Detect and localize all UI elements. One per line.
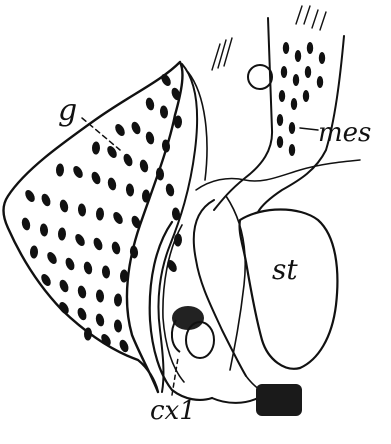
bristle-1 [212, 38, 232, 70]
gland-cell [71, 164, 84, 179]
sac-st-outline [240, 210, 338, 369]
gland-cell [76, 306, 88, 321]
mesothorax-cell [319, 52, 325, 64]
mesothorax-cell [291, 98, 297, 110]
gland-cell [99, 332, 112, 347]
mesothorax-cell [279, 90, 285, 102]
mesothorax-cell [305, 66, 311, 78]
spiracle [248, 65, 272, 89]
gland-cell [111, 241, 122, 256]
gland-cell [83, 261, 94, 276]
wavy-duct [196, 160, 360, 190]
gland-cell [165, 183, 176, 198]
gland-cell [77, 285, 88, 300]
gland-cell [107, 177, 118, 192]
mesothorax-cell [277, 136, 283, 148]
gland-cell [39, 223, 48, 237]
mesothorax-cell [303, 90, 309, 102]
gland-cell [95, 313, 106, 328]
gland-cell [96, 207, 104, 220]
mesothorax-cell [289, 122, 295, 134]
mesothorax-cell [283, 42, 289, 54]
gland-outline [4, 62, 183, 392]
gland-cell [58, 278, 70, 293]
gland-cell [92, 236, 104, 251]
mesothorax-cell [277, 114, 283, 126]
mesothorax-cell [295, 50, 301, 62]
gland-cell [23, 188, 36, 203]
gland-cell [145, 131, 156, 146]
gland-cell [139, 159, 150, 174]
gland-cell [101, 265, 110, 279]
mesothorax-cell [307, 42, 313, 54]
gland-cell [113, 122, 126, 137]
bristle-2 [296, 6, 326, 30]
label-cx1: cx1 [150, 398, 196, 424]
gland-cell [73, 232, 86, 247]
gland-cell [122, 152, 134, 167]
pointer-g [82, 118, 120, 150]
gland-cell [159, 105, 168, 119]
mesothorax-cell [293, 74, 299, 86]
mesothorax-cell [289, 144, 295, 156]
gland-cell [114, 293, 122, 306]
mesothorax-cell [281, 66, 287, 78]
label-g: g [58, 96, 77, 126]
gland-cell [159, 72, 172, 87]
gland-cell [77, 203, 86, 217]
gland-cell [58, 227, 66, 240]
gland-cell [145, 97, 156, 112]
gland-cell [40, 192, 52, 207]
gland-cell [95, 289, 104, 303]
label-st: st [272, 256, 298, 284]
gland-cell [90, 170, 102, 185]
gland-cell [21, 217, 32, 232]
gland-cell [125, 183, 134, 197]
gland-cell [113, 319, 122, 333]
mesothorax-wall [214, 18, 272, 210]
gland-cell [30, 245, 38, 258]
mesothorax-cell [317, 76, 323, 88]
gland-cell [111, 210, 124, 225]
gland-cell [56, 163, 64, 176]
inner-lobe [194, 200, 246, 376]
gland-cell [92, 141, 100, 154]
label-mes: mes [318, 120, 371, 146]
pointer-mes [300, 128, 318, 130]
gland-cell [174, 233, 182, 246]
gland-cell [130, 120, 142, 135]
coxa-tube-inner [163, 225, 184, 382]
gland-cell [64, 256, 76, 271]
gland-cell [45, 250, 58, 265]
gland-cell [59, 199, 70, 214]
